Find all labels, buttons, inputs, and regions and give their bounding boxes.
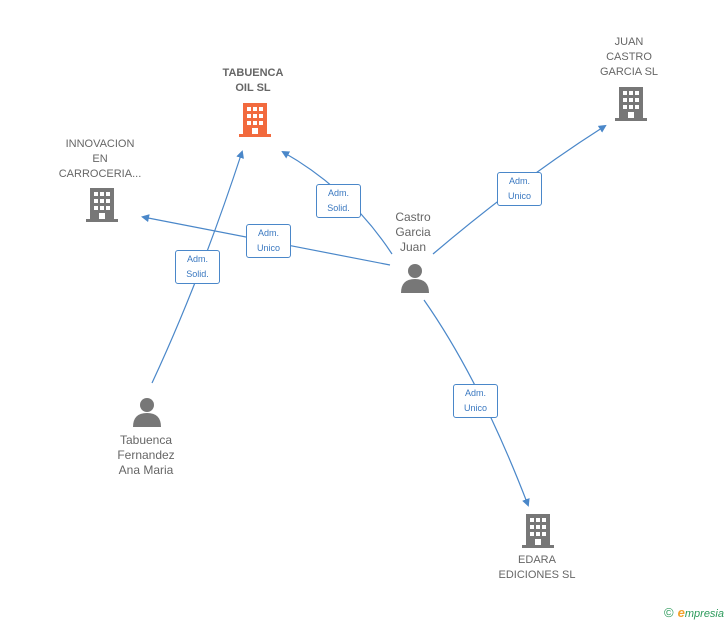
edge-label-adm-solid[interactable]: Adm. Solid. (316, 184, 361, 218)
label-line: Juan (399, 240, 427, 254)
edge-label-line: Solid. (327, 203, 350, 213)
logo-initial: e (677, 605, 685, 620)
edge-label-line: Unico (507, 191, 531, 201)
person-icon[interactable] (132, 397, 162, 427)
edge-label-line: Adm. (327, 188, 349, 198)
company-label-tabuenca-oil[interactable]: TABUENCA OIL SL (204, 66, 302, 96)
building-icon[interactable] (86, 188, 118, 222)
company-label-edara[interactable]: EDARA EDICIONES SL (480, 553, 594, 583)
label-line: OIL SL (235, 82, 271, 94)
edge-label-line: Unico (463, 403, 487, 413)
label-line: TABUENCA (222, 67, 284, 79)
edge-label-line: Adm. (186, 254, 208, 264)
empresia-logo: ©empresia (664, 605, 724, 620)
person-icon[interactable] (400, 263, 430, 293)
edge-label-line: Solid. (186, 269, 209, 279)
label-line: CASTRO (606, 51, 652, 63)
edge-label-line: Adm. (464, 388, 486, 398)
building-icon[interactable] (522, 514, 554, 548)
label-line: JUAN (614, 36, 644, 48)
label-line: EN (92, 153, 108, 165)
label-line: Ana Maria (118, 463, 174, 477)
edge-label-line: Unico (256, 243, 280, 253)
edge-label-line: Adm. (257, 228, 279, 238)
company-label-juan-castro[interactable]: JUAN CASTRO GARCIA SL (580, 35, 678, 80)
person-label-tabuenca-fernandez[interactable]: Tabuenca Fernandez Ana Maria (100, 433, 192, 478)
person-label-castro-garcia[interactable]: Castro Garcia Juan (374, 210, 452, 255)
label-line: Castro (395, 210, 431, 224)
edge-label-adm-unico[interactable]: Adm. Unico (246, 224, 291, 258)
label-line: Fernandez (117, 448, 175, 462)
label-line: INNOVACION (65, 138, 135, 150)
label-line: EDARA (518, 554, 556, 566)
copyright-symbol: © (664, 605, 674, 620)
label-line: Tabuenca (119, 433, 173, 447)
logo-text: mpresia (684, 608, 724, 620)
edge-label-line: Adm. (508, 176, 530, 186)
edge-label-adm-unico[interactable]: Adm. Unico (497, 172, 542, 206)
label-line: EDICIONES SL (498, 569, 576, 581)
building-icon[interactable] (239, 103, 271, 137)
edge-label-adm-unico[interactable]: Adm. Unico (453, 384, 498, 418)
label-line: Garcia (395, 225, 431, 239)
edge-label-adm-solid[interactable]: Adm. Solid. (175, 250, 220, 284)
company-label-innovacion[interactable]: INNOVACION EN CARROCERIA... (46, 137, 154, 182)
label-line: GARCIA SL (599, 66, 659, 78)
building-icon[interactable] (615, 87, 647, 121)
label-line: CARROCERIA... (58, 168, 142, 180)
